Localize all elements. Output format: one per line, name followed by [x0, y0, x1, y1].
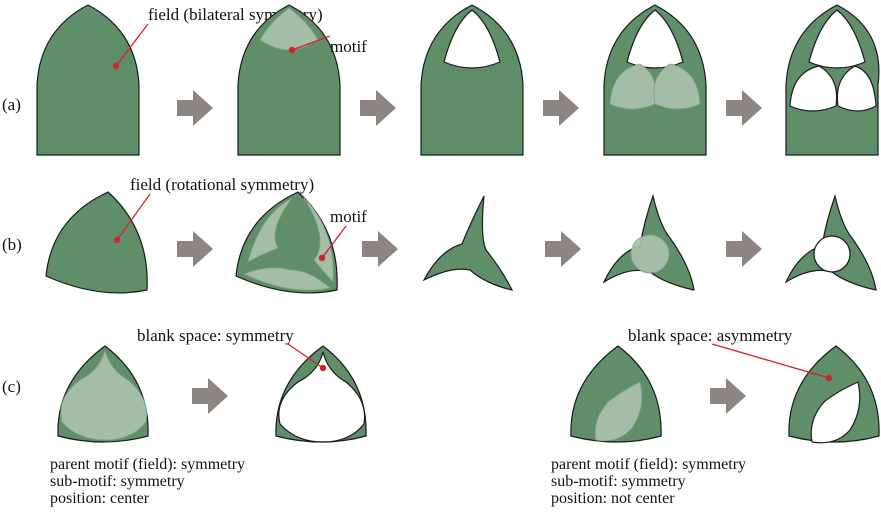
- field-shape-b3: [424, 196, 512, 290]
- row-a: (a) field (bilateral symmetry) motif: [2, 5, 879, 155]
- note-c-left-3: position: center: [50, 490, 150, 507]
- callout-c-right: blank space: asymmetry: [628, 326, 793, 345]
- right-arrow-icon: [545, 231, 581, 267]
- blank-space-b5: [814, 236, 850, 272]
- right-arrow-icon: [726, 90, 762, 126]
- motif-region-b4: [631, 235, 669, 273]
- leader-line-c-right: [712, 344, 829, 378]
- note-c-left-2: sub-motif: symmetry: [50, 473, 185, 490]
- right-arrow-icon: [192, 378, 228, 414]
- right-arrow-icon: [726, 231, 762, 267]
- right-arrow-icon: [710, 378, 746, 414]
- leader-dot-c-right: [826, 375, 832, 381]
- note-c-right-2: sub-motif: symmetry: [551, 473, 686, 490]
- motif-callout-a: motif: [330, 37, 367, 56]
- right-arrow-icon: [177, 90, 213, 126]
- field-shape-a1: [37, 5, 139, 155]
- leader-dot-c-left: [320, 365, 326, 371]
- motif-callout-b: motif: [330, 207, 367, 226]
- leader-dot-b-motif: [319, 255, 325, 261]
- leader-dot-a-field: [113, 63, 119, 69]
- right-arrow-icon: [543, 90, 579, 126]
- field-callout-b: field (rotational symmetry): [130, 175, 314, 194]
- row-b: (b) field (rotational symmetry) motif: [2, 175, 876, 293]
- leader-dot-b-field: [114, 237, 120, 243]
- right-arrow-icon: [360, 90, 396, 126]
- leader-dot-a-motif: [289, 47, 295, 53]
- row-a-label: (a): [2, 95, 21, 114]
- note-c-left-1: parent motif (field): symmetry: [50, 456, 245, 473]
- right-arrow-icon: [362, 231, 398, 267]
- note-c-right-1: parent motif (field): symmetry: [551, 456, 746, 473]
- row-c-label: (c): [2, 377, 21, 396]
- field-shape-b1: [46, 192, 147, 293]
- right-arrow-icon: [177, 231, 213, 267]
- row-b-label: (b): [2, 235, 22, 254]
- row-c: (c) blank space: symmetry parent motif (…: [2, 326, 879, 507]
- note-c-right-3: position: not center: [551, 490, 675, 507]
- callout-c-left: blank space: symmetry: [137, 326, 294, 345]
- motif-region-c1: [61, 350, 147, 440]
